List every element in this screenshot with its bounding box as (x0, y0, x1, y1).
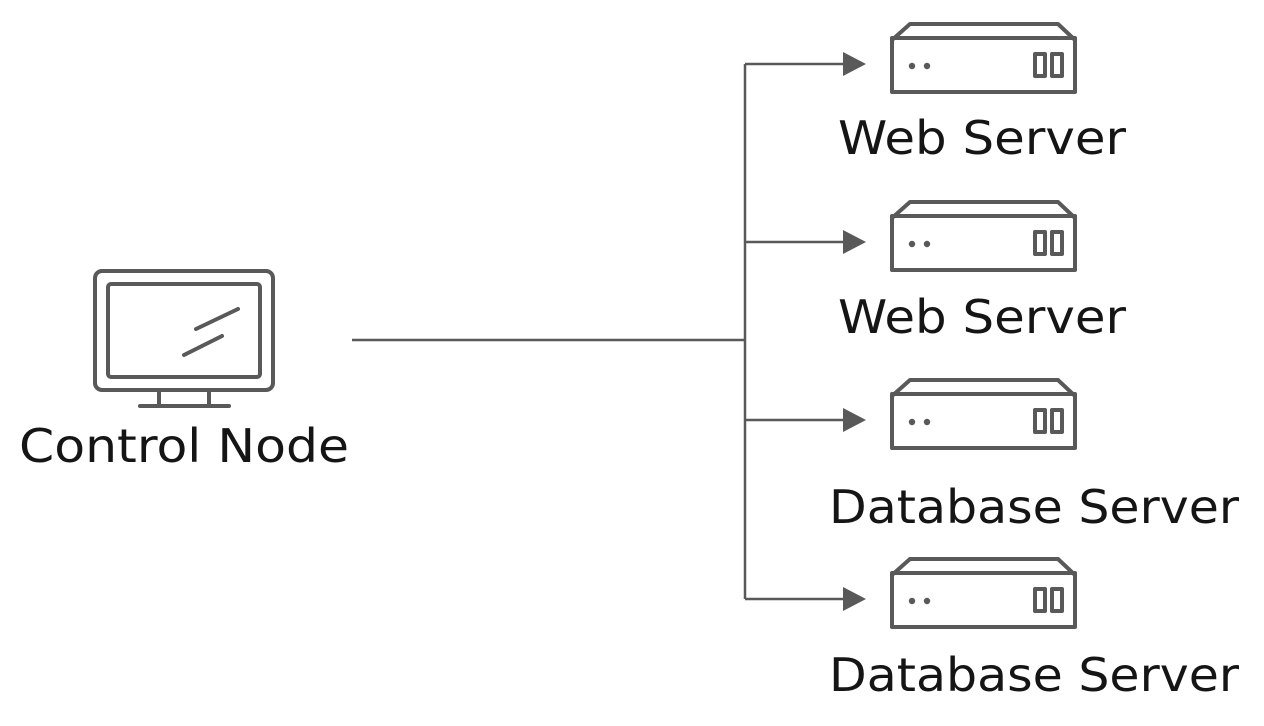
monitor-icon (93, 269, 275, 408)
arrowhead-2 (843, 230, 866, 254)
server-node-3: Database Server (829, 378, 1239, 534)
server-node-4: Database Server (829, 557, 1239, 702)
server-node-2: Web Server (838, 200, 1126, 344)
arrowhead-4 (843, 587, 866, 611)
server-label-3: Database Server (829, 480, 1239, 534)
arrowhead-1 (843, 52, 866, 76)
control-node-label: Control Node (19, 419, 349, 473)
server-label-2: Web Server (838, 290, 1126, 344)
server-icon (890, 200, 1077, 272)
server-node-1: Web Server (838, 22, 1126, 165)
connection-lines (352, 52, 866, 611)
server-icon (890, 557, 1077, 629)
server-label-4: Database Server (829, 648, 1239, 702)
server-label-1: Web Server (838, 111, 1126, 165)
server-icon (890, 22, 1077, 94)
arrowhead-3 (843, 408, 866, 432)
server-icon (890, 378, 1077, 450)
